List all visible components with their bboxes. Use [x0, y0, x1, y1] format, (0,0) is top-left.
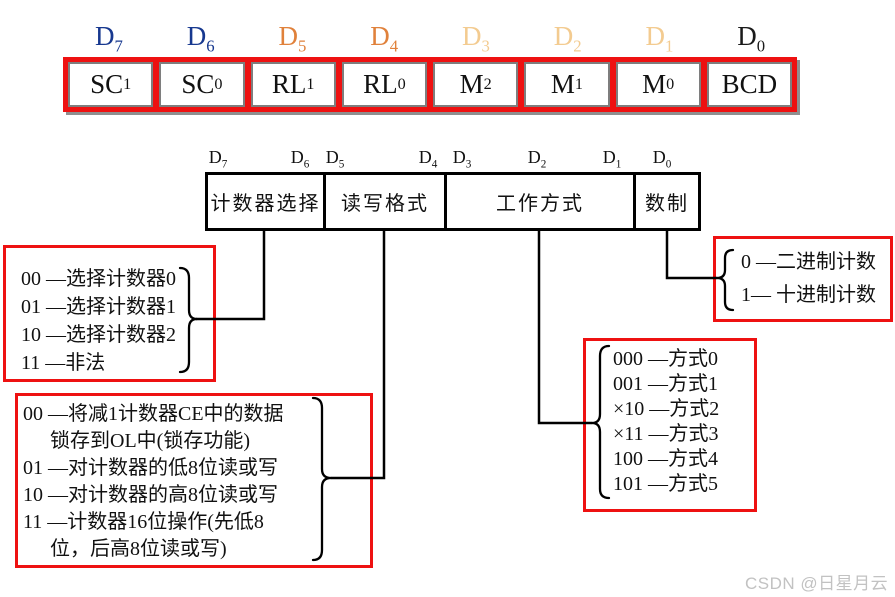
legend-line: 000 —方式0	[613, 348, 718, 370]
csdn-watermark: CSDN @日星月云	[745, 574, 889, 593]
cr-bit-label-d4: D4	[418, 147, 438, 171]
cr-bit-label-d3: D3	[452, 147, 472, 171]
bit-label-d7: D7	[94, 21, 123, 56]
legend-counter-select-box: 00 —选择计数器0 01 —选择计数器1 10 —选择计数器2 11 —非法	[3, 245, 216, 382]
connector-number-system	[665, 228, 718, 280]
legend-number-system-box: 0 —二进制计数 1— 十进制计数	[713, 236, 893, 322]
legend-line: 1— 十进制计数	[741, 284, 876, 306]
legend-line: 01 —对计数器的低8位读或写	[23, 457, 278, 479]
legend-rw-format-box: 00 —将减1计数器CE中的数据 锁存到OL中(锁存功能) 01 —对计数器的低…	[15, 393, 373, 568]
legend-line: 100 —方式4	[613, 448, 718, 470]
cr-bit-label-d7: D7	[208, 147, 228, 171]
bit-label-d4: D4	[370, 21, 399, 56]
bit-label-d0: D0	[737, 21, 766, 56]
legend-line: 001 —方式1	[613, 373, 718, 395]
field-work-mode: 工作方式	[447, 175, 636, 228]
cr-bit-label-d1: D1	[602, 147, 622, 171]
bit-label-d6: D6	[186, 21, 215, 56]
legend-line: 101 —方式5	[613, 473, 718, 495]
legend-line: 00 —选择计数器0	[21, 268, 176, 290]
legend-work-mode-box: 000 —方式0 001 —方式1 ×10 —方式2 ×11 —方式3 100 …	[583, 338, 757, 512]
cr-bit-label-d6: D6	[290, 147, 310, 171]
field-number-system: 数制	[645, 193, 689, 215]
legend-line: 0 —二进制计数	[741, 251, 876, 273]
legend-line: ×11 —方式3	[613, 423, 719, 445]
legend-line: ×10 —方式2	[613, 398, 720, 420]
cr-bit-label-d2: D2	[527, 147, 547, 171]
field-counter-select: 计数器选择	[208, 175, 326, 228]
cr-bit-label-d5: D5	[325, 147, 345, 171]
legend-line: 11 —非法	[21, 352, 106, 374]
legend-line: 10 —对计数器的高8位读或写	[23, 484, 278, 506]
top-bit-label-row: D7 D6 D5 D4 D3 D2 D1 D0	[63, 18, 797, 56]
legend-line: 01 —选择计数器1	[21, 296, 176, 318]
legend-line: 10 —选择计数器2	[21, 324, 176, 346]
legend-line: 位，后高8位读或写)	[50, 538, 227, 560]
bit-label-d5: D5	[278, 21, 307, 56]
legend-line: 锁存到OL中(锁存功能)	[50, 430, 250, 452]
cr-bit-label-d0: D0	[652, 147, 672, 171]
legend-line: 00 —将减1计数器CE中的数据	[23, 403, 284, 425]
register-cell-bcd: BCD	[706, 62, 792, 107]
bit-label-d1: D1	[645, 21, 674, 56]
field-rw-format: 读写格式	[326, 175, 447, 228]
bit-label-d2: D2	[553, 21, 582, 56]
control-register-fields: 计数器选择 读写格式 工作方式 数制	[205, 172, 701, 231]
bit-label-d3: D3	[461, 21, 490, 56]
legend-line: 11 —计数器16位操作(先低8	[23, 511, 264, 533]
